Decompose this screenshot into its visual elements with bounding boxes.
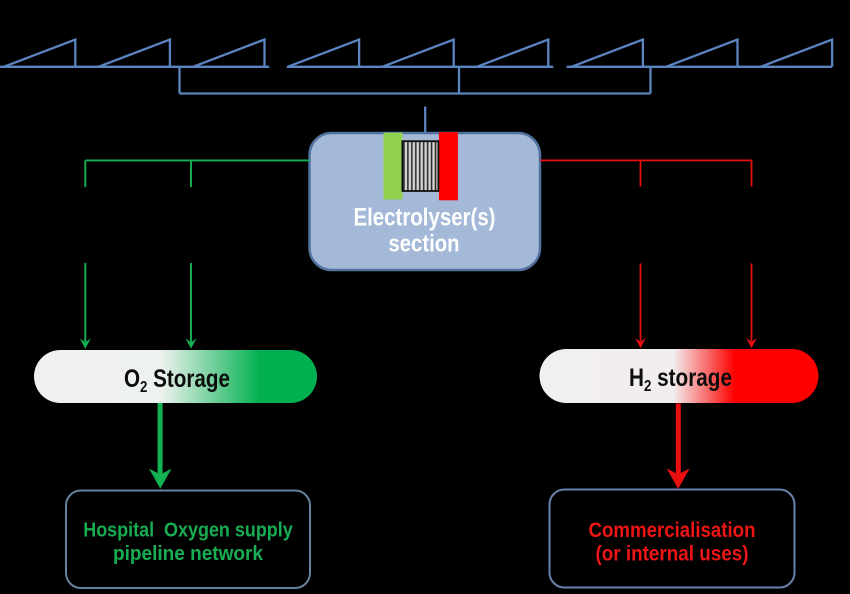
svg-text:Commercialisation: Commercialisation	[589, 519, 756, 542]
svg-text:section: section	[389, 231, 460, 258]
svg-text:Electrolyser(s): Electrolyser(s)	[354, 204, 496, 232]
svg-text:(or internal uses): (or internal uses)	[596, 543, 749, 566]
svg-text:pipeline network: pipeline network	[113, 543, 264, 565]
svg-text:O2 Storage: O2 Storage	[124, 365, 230, 396]
svg-text:Hospital Oxygen supply: Hospital Oxygen supply	[83, 519, 293, 541]
